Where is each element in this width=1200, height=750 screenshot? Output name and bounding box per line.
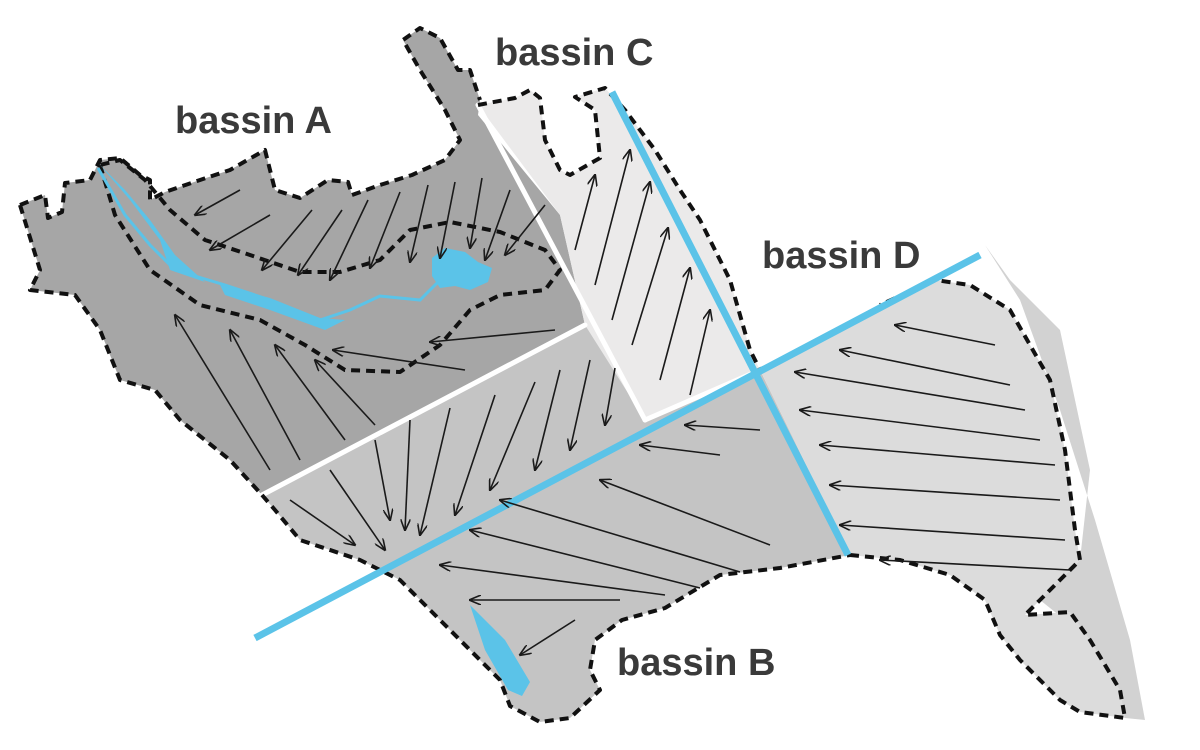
flow-arrow (210, 214, 271, 250)
flow-arrow (298, 209, 343, 275)
flow-arrow (631, 228, 668, 346)
basin-d-area (760, 280, 1125, 718)
divider-a-b (259, 322, 588, 498)
flow-arrow (605, 367, 616, 425)
flow-arrow (420, 407, 451, 535)
flow-arrow (600, 480, 771, 546)
flow-arrow (455, 394, 496, 515)
flow-arrow (795, 372, 1026, 411)
flow-arrow (405, 419, 411, 530)
flow-arrow (800, 410, 1041, 441)
river-widening (100, 165, 205, 282)
flow-arrow (500, 500, 741, 573)
basin-b-label: bassin B (617, 642, 775, 684)
flow-arrow (611, 182, 650, 321)
flow-arrow (289, 499, 355, 545)
flow-arrow (440, 181, 456, 258)
basin-b-area (262, 325, 850, 722)
basin-a-boundary (19, 26, 482, 220)
flow-arrow (330, 199, 369, 280)
flow-arrow (275, 345, 346, 441)
outlet-channel (470, 605, 530, 696)
basin-c-boundary (477, 86, 762, 371)
flow-arrow (329, 469, 385, 550)
flow-arrow (640, 445, 721, 456)
flow-arrow (880, 560, 1071, 571)
flow-arrow (659, 268, 690, 381)
flow-arrow (315, 360, 376, 426)
flow-arrow (195, 189, 241, 215)
flow-arrow (520, 619, 576, 655)
basin-c-area (478, 88, 760, 420)
flow-arrow (370, 191, 401, 268)
flow-arrow (485, 189, 511, 260)
flow-arrow (840, 525, 1066, 541)
flow-arrow (570, 359, 591, 450)
flow-arrow (840, 350, 1011, 386)
flow-arrow (505, 204, 546, 255)
flow-arrow (430, 329, 556, 342)
basin-a-valley-outline (98, 158, 562, 374)
flow-arrow (685, 425, 761, 431)
canal-north-south (608, 90, 852, 557)
flow-arrow (230, 330, 301, 461)
flow-arrows (175, 150, 1071, 655)
flow-arrow (374, 439, 390, 520)
flow-arrow (490, 381, 536, 490)
flow-arrow (470, 530, 701, 589)
river-lower-reach (220, 285, 345, 330)
divider-a-c (475, 102, 648, 423)
flow-arrow (440, 565, 666, 596)
flow-arrow (574, 175, 595, 251)
basin-b-boundary (260, 493, 851, 724)
flow-arrow (594, 150, 630, 286)
flow-arrow (410, 184, 429, 262)
basin-d-label: bassin D (762, 235, 920, 277)
flow-arrow (830, 485, 1061, 501)
flow-arrow (333, 350, 466, 371)
flow-arrow (262, 209, 313, 270)
flow-arrow (535, 369, 561, 470)
basin-a-west-boundary (18, 204, 264, 497)
flow-arrow (895, 325, 996, 346)
basin-c-label: bassin C (495, 32, 653, 74)
flow-arrow (175, 315, 271, 471)
basin-a-label: bassin A (175, 100, 332, 142)
flow-arrow (470, 177, 483, 248)
basin-a-area (20, 28, 585, 495)
flow-arrow (689, 310, 710, 396)
outer-margin-area (985, 245, 1145, 720)
canal-east-west (253, 251, 982, 642)
flow-arrow (820, 445, 1056, 466)
